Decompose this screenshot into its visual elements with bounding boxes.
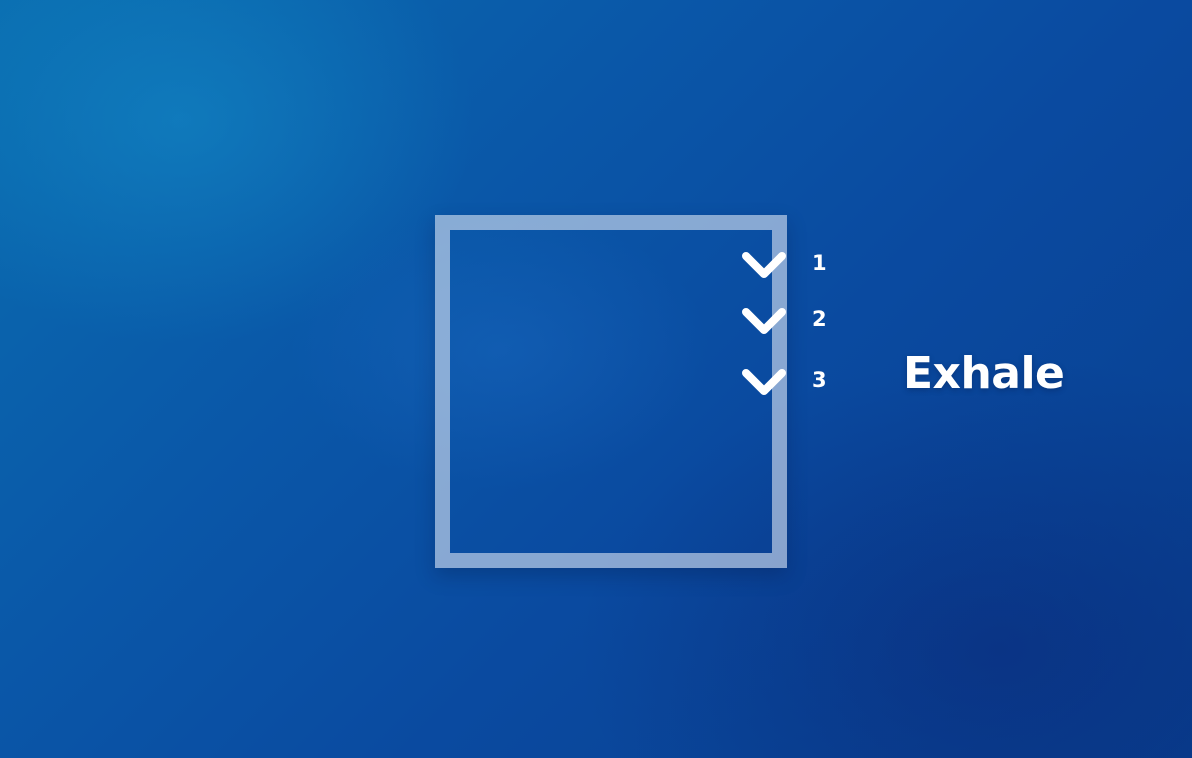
phase-label: Exhale — [903, 348, 1065, 399]
count-number: 1 — [812, 251, 827, 275]
count-number: 2 — [812, 307, 827, 331]
count-step-2: 2 — [740, 300, 850, 340]
chevron-down-icon — [742, 369, 786, 395]
breathing-square — [435, 215, 787, 568]
count-number: 3 — [812, 368, 827, 392]
chevron-down-icon — [742, 252, 786, 278]
chevron-down-icon — [742, 308, 786, 334]
count-step-1: 1 — [740, 244, 850, 284]
count-step-3: 3 — [740, 361, 850, 401]
